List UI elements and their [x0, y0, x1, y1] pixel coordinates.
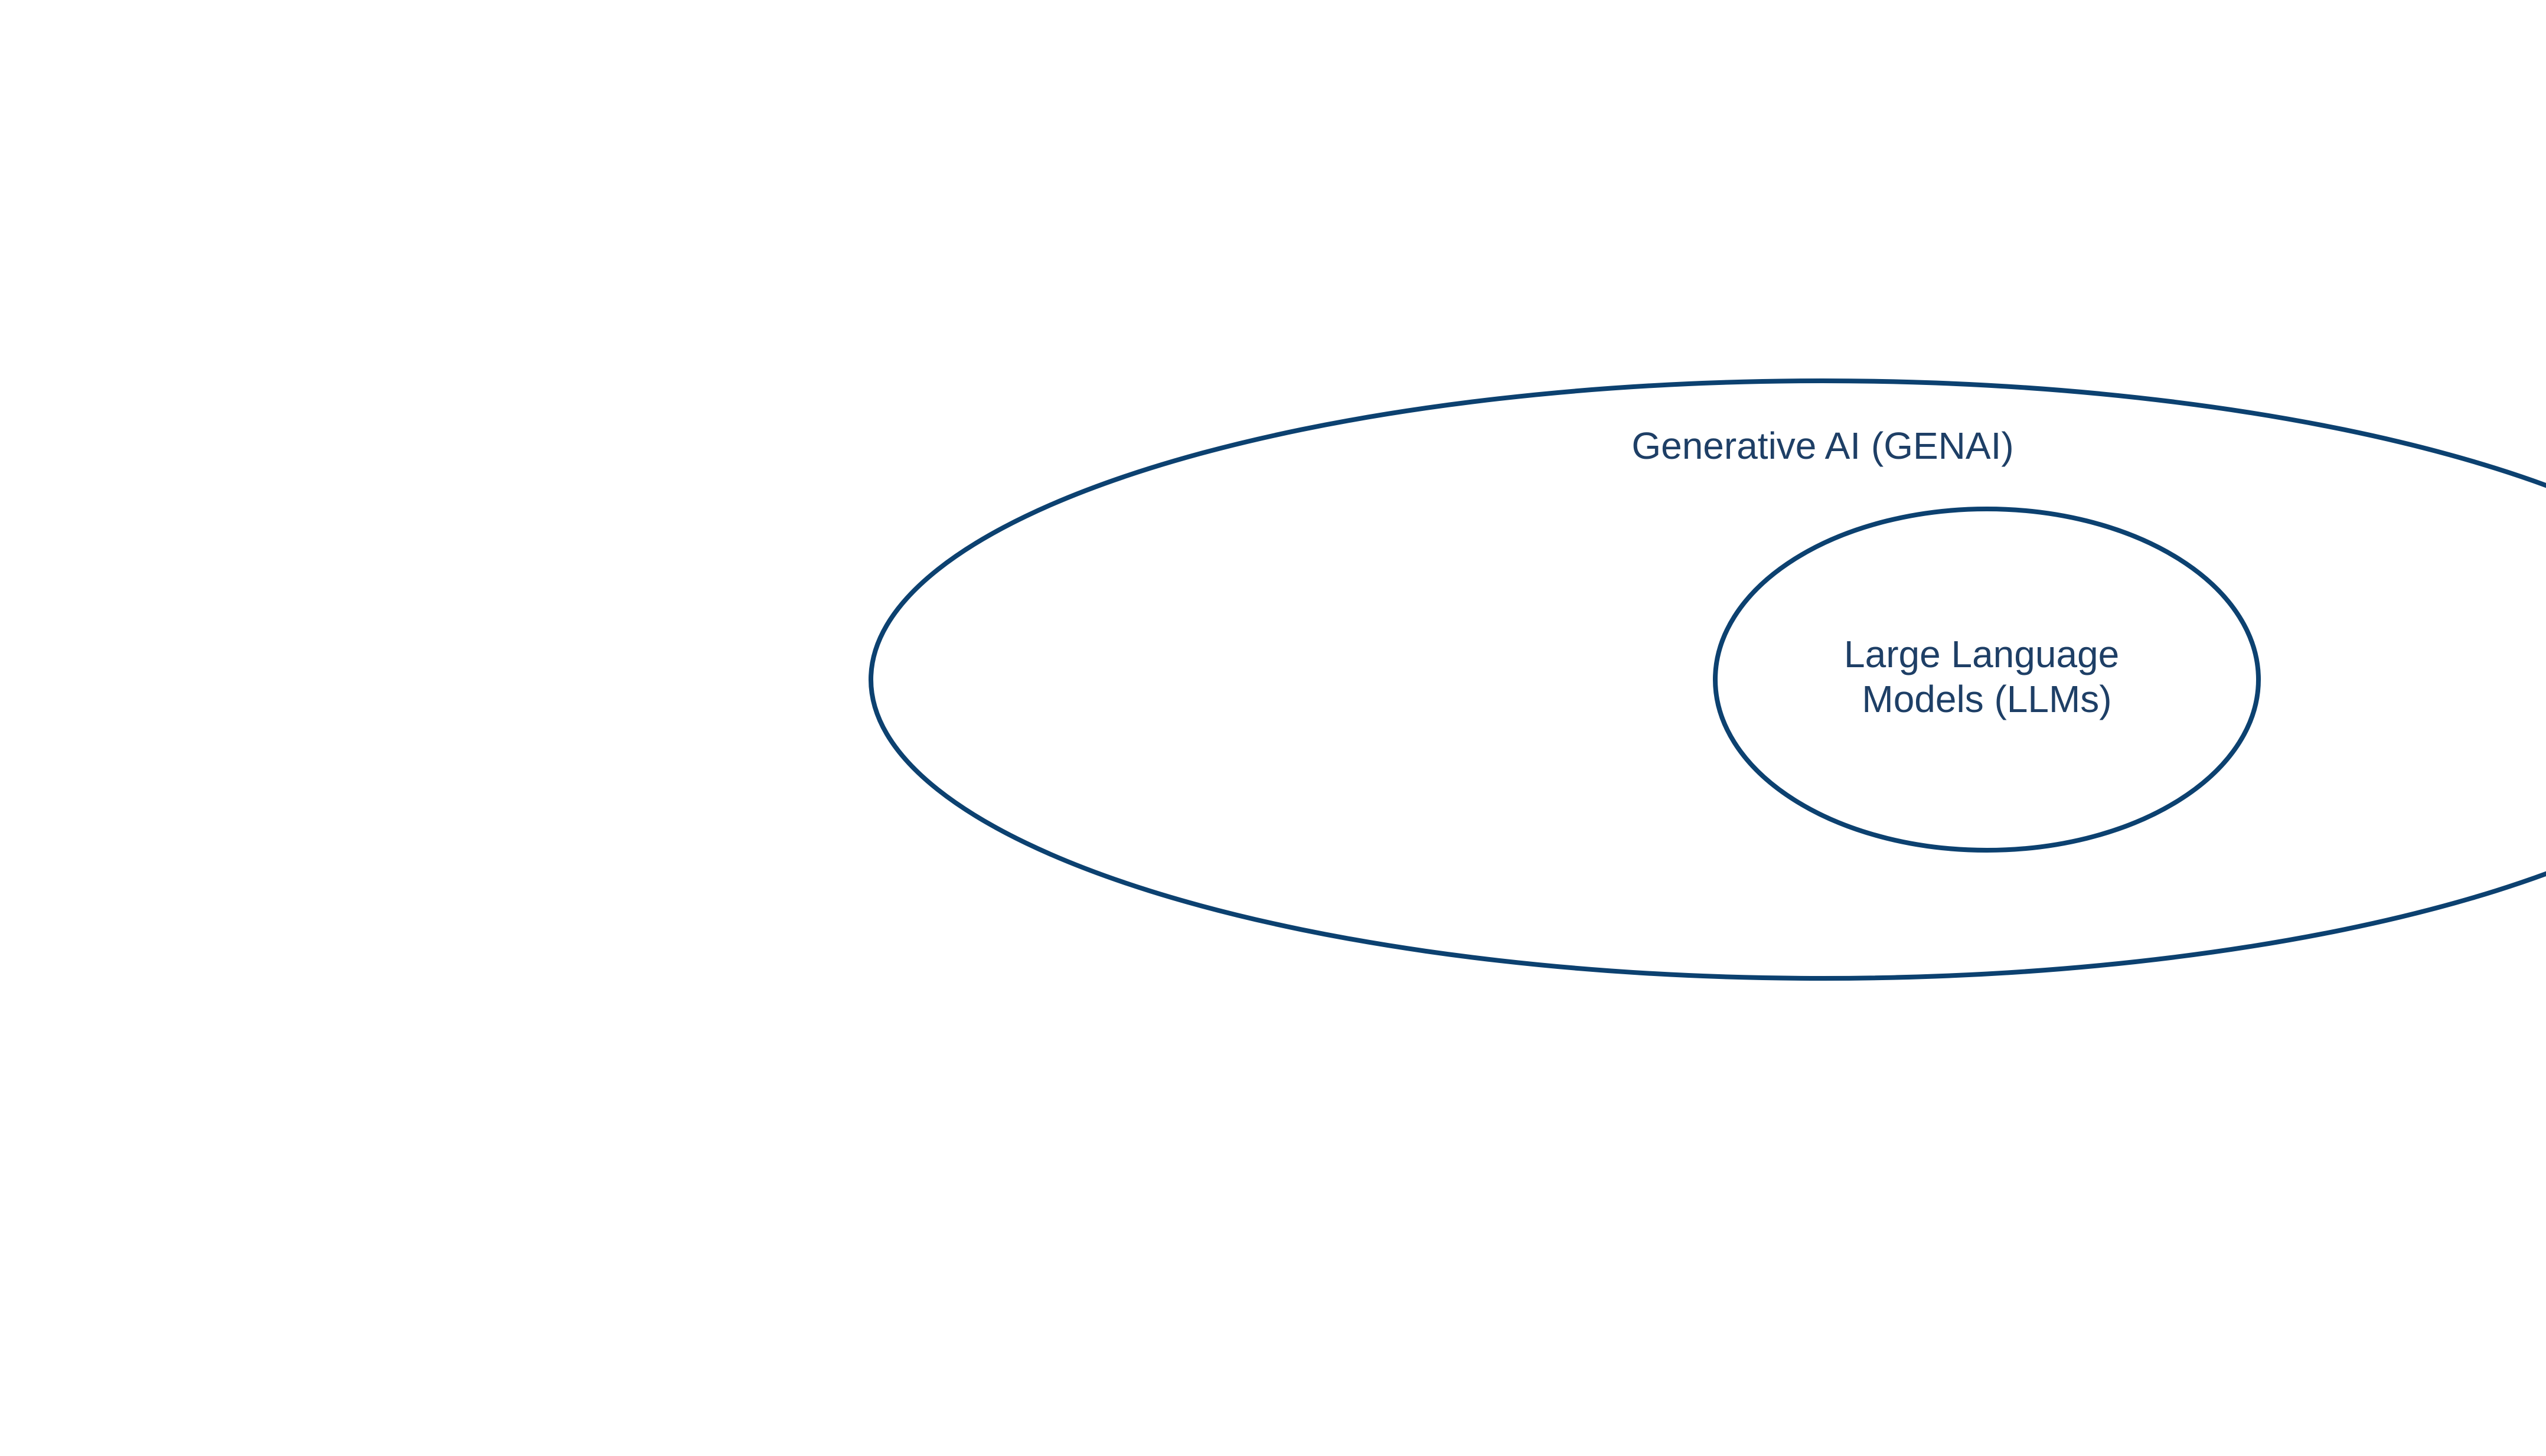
llm-label-line2: Models (LLMs): [1862, 678, 2111, 720]
llm-label-line1: Large Language: [1844, 633, 2119, 675]
llm-label: Large Language Models (LLMs): [1844, 633, 2130, 720]
genai-outer-ellipse: [869, 378, 2546, 981]
llm-inner-ellipse: [1713, 507, 2261, 853]
genai-label: Generative AI (GENAI): [1631, 425, 2013, 467]
